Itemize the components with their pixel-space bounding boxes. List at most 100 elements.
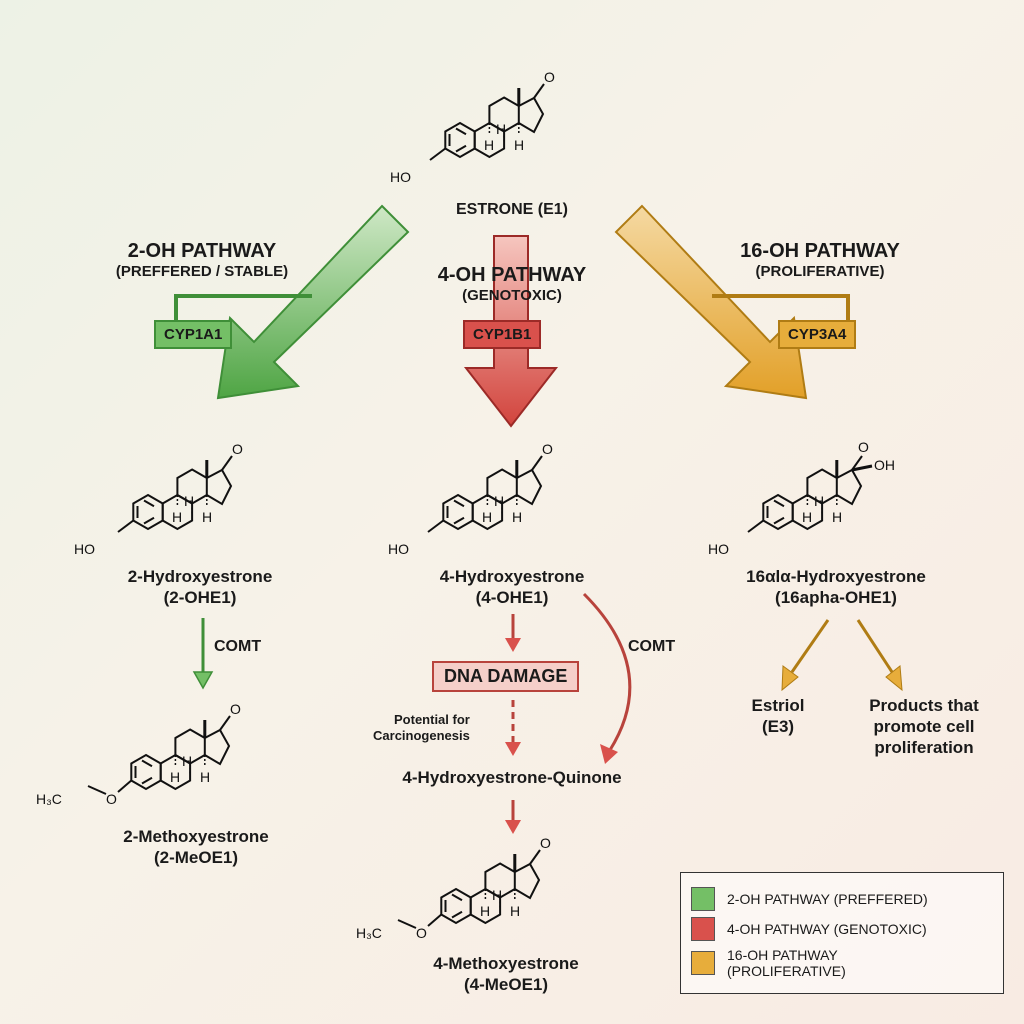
compound-4-methoxyestrone: 4-Methoxyestrone (4-MeOE1) <box>433 953 578 995</box>
arrow-comt-curve <box>582 592 632 764</box>
compound-abbrev: (E3) <box>761 717 795 736</box>
h-label: H <box>814 493 824 509</box>
h-label: H <box>802 509 812 525</box>
h-label: H <box>184 493 194 509</box>
pathway-4oh-title-block: 4-OH PATHWAY (GENOTOXIC) <box>438 264 587 304</box>
ketone-o-label: O <box>232 441 243 457</box>
h-label: H <box>832 509 842 525</box>
h-label: H <box>484 137 494 153</box>
ho-label: HO <box>388 541 409 557</box>
compound-abbrev: (4-OHE1) <box>475 588 549 607</box>
h3c-label: H₃C <box>356 925 382 941</box>
ether-o-label: O <box>106 791 117 807</box>
h3c-label: H₃C <box>36 791 62 807</box>
compound-name: 2-Hydroxyestrone <box>127 567 273 586</box>
pathway-4oh-subtitle: (GENOTOXIC) <box>462 287 562 304</box>
h-label: H <box>202 509 212 525</box>
structure-estrone: HO O H H H <box>390 69 555 185</box>
h-label: H <box>492 887 502 903</box>
pathway-16oh-subtitle: (PROLIFERATIVE) <box>755 263 885 280</box>
compound-name: Estriol <box>751 696 805 715</box>
compound-name: 4-Hydroxyestrone <box>439 567 585 586</box>
comt-label-left: COMT <box>214 638 262 655</box>
pathway-2oh-title: 2-OH PATHWAY <box>127 240 277 262</box>
legend-swatch-red <box>691 917 715 941</box>
legend-label: 16-OH PATHWAY (PROLIFERATIVE) <box>727 947 846 979</box>
arrow-to-products <box>856 619 903 692</box>
note-line: Carcinogenesis <box>373 728 470 743</box>
structure-4-methoxyestrone: O H₃C O H H H <box>356 835 551 941</box>
legend-label: 4-OH PATHWAY (GENOTOXIC) <box>727 921 927 937</box>
compound-16-hydroxyestrone: 16αlα-Hydroxyestrone (16apha-OHE1) <box>746 566 926 608</box>
structure-4-hydroxyestrone: HO O H H H <box>388 441 553 557</box>
products-line: Products that <box>869 696 979 715</box>
h-label: H <box>512 509 522 525</box>
carcinogenesis-note: Potential for Carcinogenesis <box>366 712 470 744</box>
h-label: H <box>170 769 180 785</box>
pathway-2oh-title-block: 2-OH PATHWAY (PREFFERED / STABLE) <box>116 240 288 280</box>
arrow-to-dna-damage <box>505 614 521 652</box>
compound-estriol: Estriol (E3) <box>752 695 805 737</box>
compound-name: 2-Methoxyestrone <box>123 827 269 846</box>
arrow-to-estriol <box>781 619 830 692</box>
compound-abbrev: (2-OHE1) <box>163 588 237 607</box>
oh-label: OH <box>874 457 895 473</box>
compound-abbrev: (4-MeOE1) <box>463 975 549 994</box>
ketone-o-label: O <box>540 835 551 851</box>
comt-label-mid: COMT <box>628 638 676 655</box>
note-line: Potential for <box>394 712 470 727</box>
arrow-to-quinone <box>505 700 521 756</box>
legend-item-2oh: 2-OH PATHWAY (PREFFERED) <box>691 887 993 911</box>
structure-2-hydroxyestrone: HO O H H H <box>74 441 243 557</box>
h-label: H <box>172 509 182 525</box>
enzyme-cyp1b1: CYP1B1 <box>463 320 542 349</box>
ketone-o-label: O <box>542 441 553 457</box>
products-line: proliferation <box>874 738 974 757</box>
legend-item-16oh: 16-OH PATHWAY (PROLIFERATIVE) <box>691 947 993 979</box>
ketone-o-label: O <box>858 439 869 455</box>
compound-2-hydroxyestrone: 2-Hydroxyestrone (2-OHE1) <box>128 566 273 608</box>
compound-name: 16αlα-Hydroxyestrone <box>746 567 926 586</box>
h-label: H <box>496 121 506 137</box>
h-label: H <box>182 753 192 769</box>
estrone-label: ESTRONE (E1) <box>455 201 569 218</box>
legend-swatch-amber <box>691 951 715 975</box>
ho-label: HO <box>708 541 729 557</box>
proliferation-products: Products that promote cell proliferation <box>869 695 979 758</box>
arrow-2oh-pathway <box>216 204 410 400</box>
arrow-16oh-pathway <box>614 204 808 400</box>
compound-name: 4-Methoxyestrone <box>433 954 579 973</box>
h-label: H <box>494 493 504 509</box>
ether-o-label: O <box>416 925 427 941</box>
ho-label: HO <box>74 541 95 557</box>
arrow-to-4-methoxy <box>505 800 521 834</box>
enzyme-cyp1a1: CYP1A1 <box>154 320 233 349</box>
cyp3a4-connector <box>712 294 850 322</box>
pathway-2oh-subtitle: (PREFFERED / STABLE) <box>115 263 289 280</box>
ho-label: HO <box>390 169 411 185</box>
h-label: H <box>510 903 520 919</box>
compound-4-hydroxyestrone-quinone: 4-Hydroxyestrone-Quinone <box>402 768 622 787</box>
h-label: H <box>514 137 524 153</box>
structure-16-hydroxyestrone: HO O OH H H H <box>708 439 895 557</box>
ketone-o-label: O <box>544 69 555 85</box>
compound-4-hydroxyestrone: 4-Hydroxyestrone (4-OHE1) <box>440 566 585 608</box>
legend-label: 2-OH PATHWAY (PREFFERED) <box>727 891 928 907</box>
products-line: promote cell <box>873 717 975 736</box>
legend: 2-OH PATHWAY (PREFFERED) 4-OH PATHWAY (G… <box>680 872 1004 994</box>
dna-damage-badge: DNA DAMAGE <box>432 661 580 692</box>
cyp1a1-connector <box>174 294 312 322</box>
ketone-o-label: O <box>230 701 241 717</box>
legend-item-4oh: 4-OH PATHWAY (GENOTOXIC) <box>691 917 993 941</box>
arrow-comt-left <box>192 618 214 690</box>
compound-2-methoxyestrone: 2-Methoxyestrone (2-MeOE1) <box>123 826 268 868</box>
pathway-4oh-title: 4-OH PATHWAY <box>437 264 587 286</box>
h-label: H <box>482 509 492 525</box>
enzyme-cyp3a4: CYP3A4 <box>778 320 857 349</box>
h-label: H <box>200 769 210 785</box>
h-label: H <box>480 903 490 919</box>
structure-2-methoxyestrone: O H₃C O H H H <box>36 701 241 807</box>
compound-abbrev: (2-MeOE1) <box>153 848 239 867</box>
